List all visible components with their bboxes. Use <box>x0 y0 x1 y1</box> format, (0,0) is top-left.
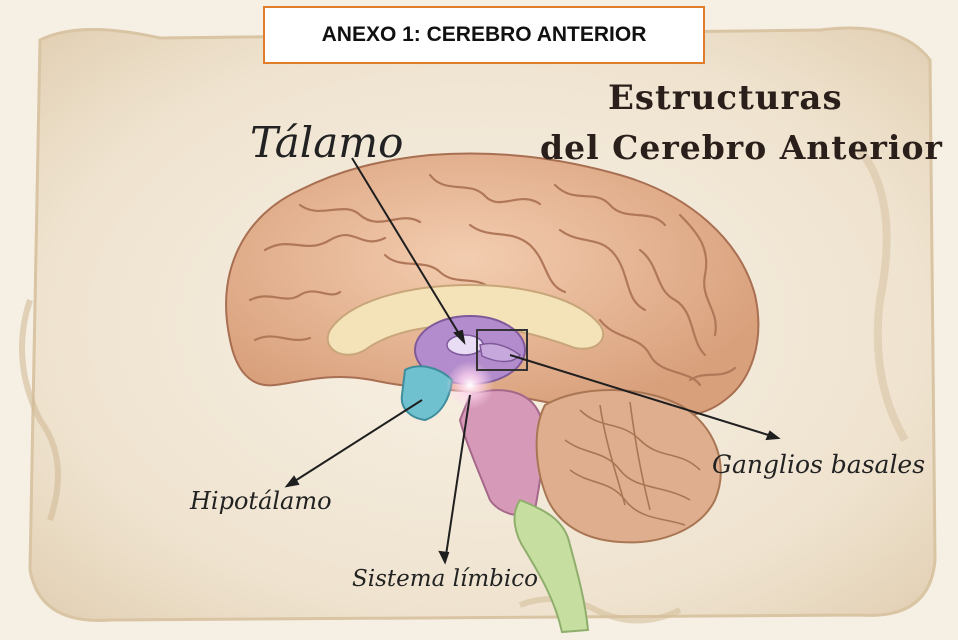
label-sistema-limbico: Sistema límbico <box>352 566 538 592</box>
label-hipotalamo: Hipotálamo <box>190 487 332 515</box>
diagram-heading-line2: del Cerebro Anterior <box>540 128 943 167</box>
cerebellum <box>537 390 721 542</box>
label-ganglios-basales: Ganglios basales <box>712 450 925 479</box>
limbic-glow <box>446 361 494 409</box>
page-title: ANEXO 1: CEREBRO ANTERIOR <box>263 6 705 64</box>
label-talamo: Tálamo <box>250 118 403 167</box>
diagram-heading-line1: Estructuras <box>608 78 843 118</box>
